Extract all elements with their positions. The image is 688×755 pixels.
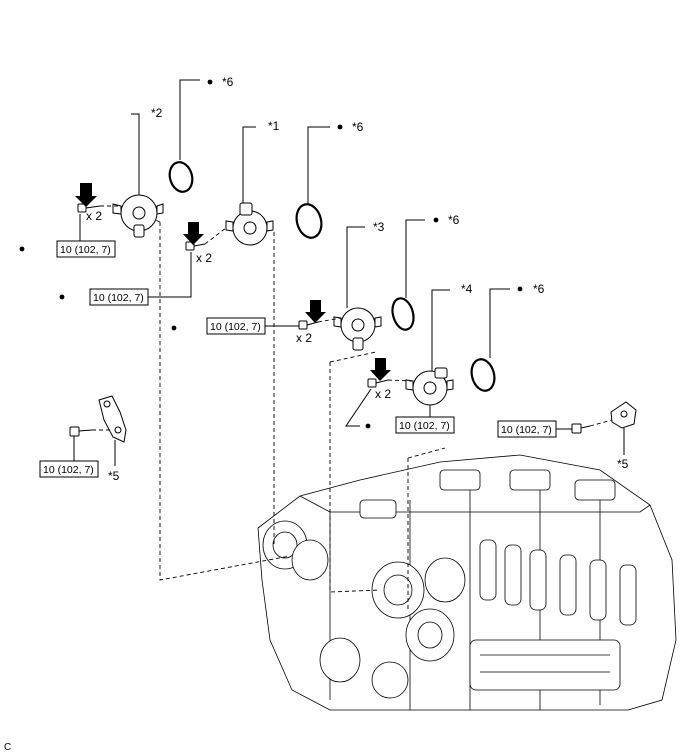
filled-dot-icon — [171, 325, 177, 331]
bracket-5-right — [610, 401, 637, 429]
callout-6c: *6 — [448, 213, 460, 227]
figure-code: C — [4, 742, 11, 753]
oil-control-valve-2 — [112, 194, 164, 238]
quantity-label-4: x 2 — [375, 387, 391, 401]
callout-1: *1 — [268, 119, 280, 133]
bolt-arrow-icon — [370, 358, 391, 381]
torque-spec-3: 10 (102, 7) — [210, 321, 261, 333]
callout-3: *3 — [373, 220, 385, 234]
filled-dot-icon — [337, 124, 343, 130]
engine-cylinder-head — [257, 454, 677, 711]
torque-spec-1: 10 (102, 7) — [93, 292, 144, 304]
oil-control-valve-1 — [225, 202, 274, 246]
filled-dot-icon — [19, 246, 25, 252]
callout-5-left: *5 — [108, 469, 120, 483]
callout-5-right: *5 — [617, 457, 629, 471]
bolt-1 — [185, 227, 227, 251]
quantity-label-3: x 2 — [296, 331, 312, 345]
filled-dot-icon — [365, 423, 371, 429]
oil-control-valve-4 — [405, 367, 454, 406]
torque-spec-5-left: 10 (102, 7) — [43, 464, 94, 476]
bolt-arrow-icon — [75, 183, 97, 207]
o-ring-6d — [470, 358, 496, 392]
bracket-5-left — [98, 395, 127, 443]
o-ring-6b — [295, 203, 323, 239]
filled-dot-icon — [517, 286, 523, 292]
oil-control-valve-3 — [333, 307, 382, 351]
bolt-arrow-icon — [183, 222, 204, 245]
filled-dot-icon — [207, 79, 213, 85]
filled-dot-icon — [59, 294, 65, 300]
quantity-label-2: x 2 — [86, 209, 102, 223]
callout-6a: *6 — [222, 75, 234, 89]
torque-spec-5-right: 10 (102, 7) — [501, 424, 552, 436]
bolt-5-left — [69, 426, 112, 437]
torque-spec-4: 10 (102, 7) — [399, 420, 450, 432]
bolt-4 — [367, 378, 414, 388]
callout-6b: *6 — [352, 120, 364, 134]
bolt-arrow-icon — [305, 300, 326, 323]
bolt-3 — [298, 317, 342, 330]
filled-dot-icon — [433, 217, 439, 223]
torque-spec-2: 10 (102, 7) — [60, 244, 111, 256]
bolt-5-right — [571, 419, 613, 434]
callout-4: *4 — [461, 282, 473, 296]
o-ring-6c — [391, 297, 415, 331]
callout-2: *2 — [151, 106, 163, 120]
o-ring-6a — [168, 161, 194, 193]
quantity-label-1: x 2 — [196, 251, 212, 265]
bolt-2 — [77, 203, 121, 213]
callout-6d: *6 — [533, 282, 545, 296]
